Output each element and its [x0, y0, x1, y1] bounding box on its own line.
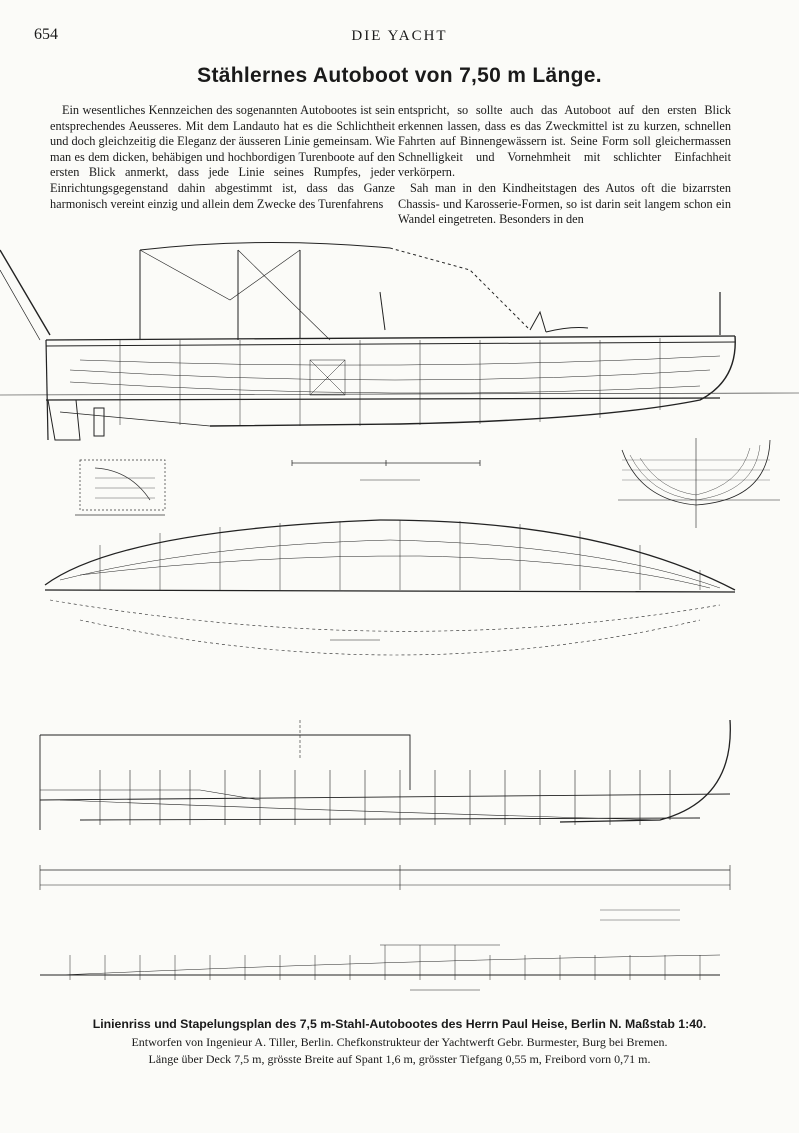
- left-column: Ein wesentliches Kennzeichen des sogenan…: [50, 103, 395, 212]
- figure-caption-dimensions: Länge über Deck 7,5 m, grösste Breite au…: [148, 1052, 651, 1066]
- body-plan: [618, 438, 780, 528]
- article-title: Stählernes Autoboot von 7,50 m Länge.: [197, 64, 602, 87]
- half-breadth-plan: [44, 519, 736, 656]
- running-head: DIE YACHT: [351, 28, 448, 44]
- page-number: 654: [34, 26, 58, 43]
- section-detail-small: [75, 459, 166, 516]
- right-paragraph-1: entspricht, so sollte auch das Autoboot …: [398, 103, 731, 180]
- left-paragraph: Ein wesentliches Kennzeichen des sogenan…: [50, 103, 395, 211]
- building-plan: [39, 719, 731, 991]
- figure-caption-designer: Entworfen von Ingenieur A. Tiller, Berli…: [131, 1035, 668, 1049]
- right-paragraph-2: Sah man in den Kindheitstagen des Autos …: [398, 180, 731, 227]
- figure-caption-title: Linienriss und Stapelungsplan des 7,5 m-…: [92, 1017, 707, 1031]
- profile-drawing: [0, 241, 799, 441]
- scale-bar: [291, 460, 481, 481]
- right-column: entspricht, so sollte auch das Autoboot …: [398, 103, 731, 228]
